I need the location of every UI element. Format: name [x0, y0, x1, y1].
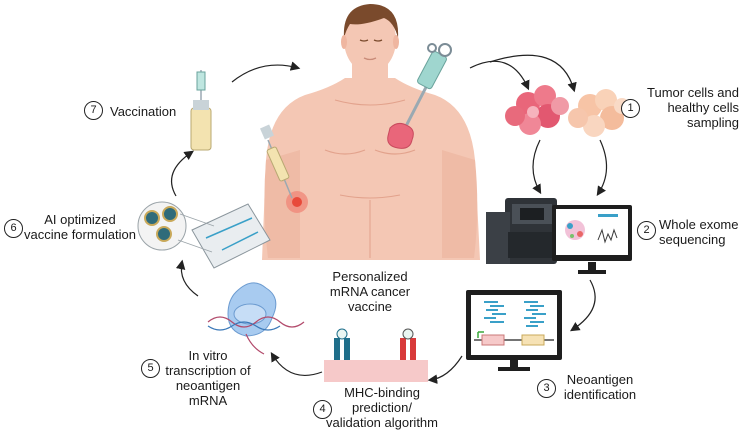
step-1-label: Tumor cells and healthy cells sampling [636, 85, 739, 130]
step-5-label-line: transcription of [165, 363, 251, 378]
step-2-label-line: Whole exome [659, 217, 739, 232]
step-4-label: MHC-binding prediction/ validation algor… [320, 385, 444, 430]
sequencer-and-monitor [486, 198, 632, 274]
step-1-label-line: healthy cells [667, 100, 739, 115]
step-1-label-line: Tumor cells and [647, 85, 739, 100]
step-2-label-line: sequencing [659, 232, 726, 247]
vaccine-vial [190, 70, 212, 151]
mhc-membrane [324, 328, 428, 382]
step-7-label-line: Vaccination [110, 104, 177, 119]
step-6-label: AI optimized vaccine formulation [20, 212, 140, 242]
step-5-label-line: In vitro [188, 348, 228, 363]
center-label: Personalized mRNA cancer vaccine [318, 269, 422, 314]
step-1-number: 1 [621, 99, 640, 118]
step-6-label-line: AI optimized [44, 212, 116, 227]
step-3-label-line: Neoantigen [566, 372, 634, 387]
step-7-number: 7 [84, 101, 103, 120]
arm-syringe [259, 124, 293, 199]
cycle-arrows [171, 54, 608, 384]
step-2-number: 2 [637, 221, 656, 240]
step-7-label: Vaccination [110, 104, 190, 119]
step-1-label-line: sampling [686, 115, 739, 130]
step-6-number: 6 [4, 219, 23, 238]
neoantigen-monitor [466, 290, 562, 371]
polymerase-illustration [207, 282, 305, 355]
center-label-line: Personalized [332, 269, 408, 284]
healthy-cells-cluster [568, 89, 630, 137]
center-label-line: mRNA cancer [329, 284, 411, 299]
step-2-label: Whole exome sequencing [659, 217, 743, 247]
step-4-label-line: MHC-binding [344, 385, 420, 400]
step-5-label-line: neoantigen mRNA [175, 378, 241, 408]
step-4-label-line: validation algorithm [325, 415, 438, 430]
step-3-label-line: identification [563, 387, 637, 402]
step-4-number: 4 [313, 400, 332, 419]
step-5-number: 5 [141, 359, 160, 378]
patient-figure [262, 4, 480, 260]
step-3-label: Neoantigen identification [555, 372, 645, 402]
step-6-label-line: vaccine formulation [24, 227, 136, 242]
biopsy-needle [387, 43, 452, 149]
lipid-nanoparticle-chip [137, 201, 271, 269]
step-3-number: 3 [537, 379, 556, 398]
step-4-label-line: prediction/ [352, 400, 412, 415]
tumor-cells-cluster [505, 85, 569, 135]
step-5-label: In vitro transcription of neoantigen mRN… [156, 348, 260, 408]
center-label-line: vaccine [347, 299, 393, 314]
